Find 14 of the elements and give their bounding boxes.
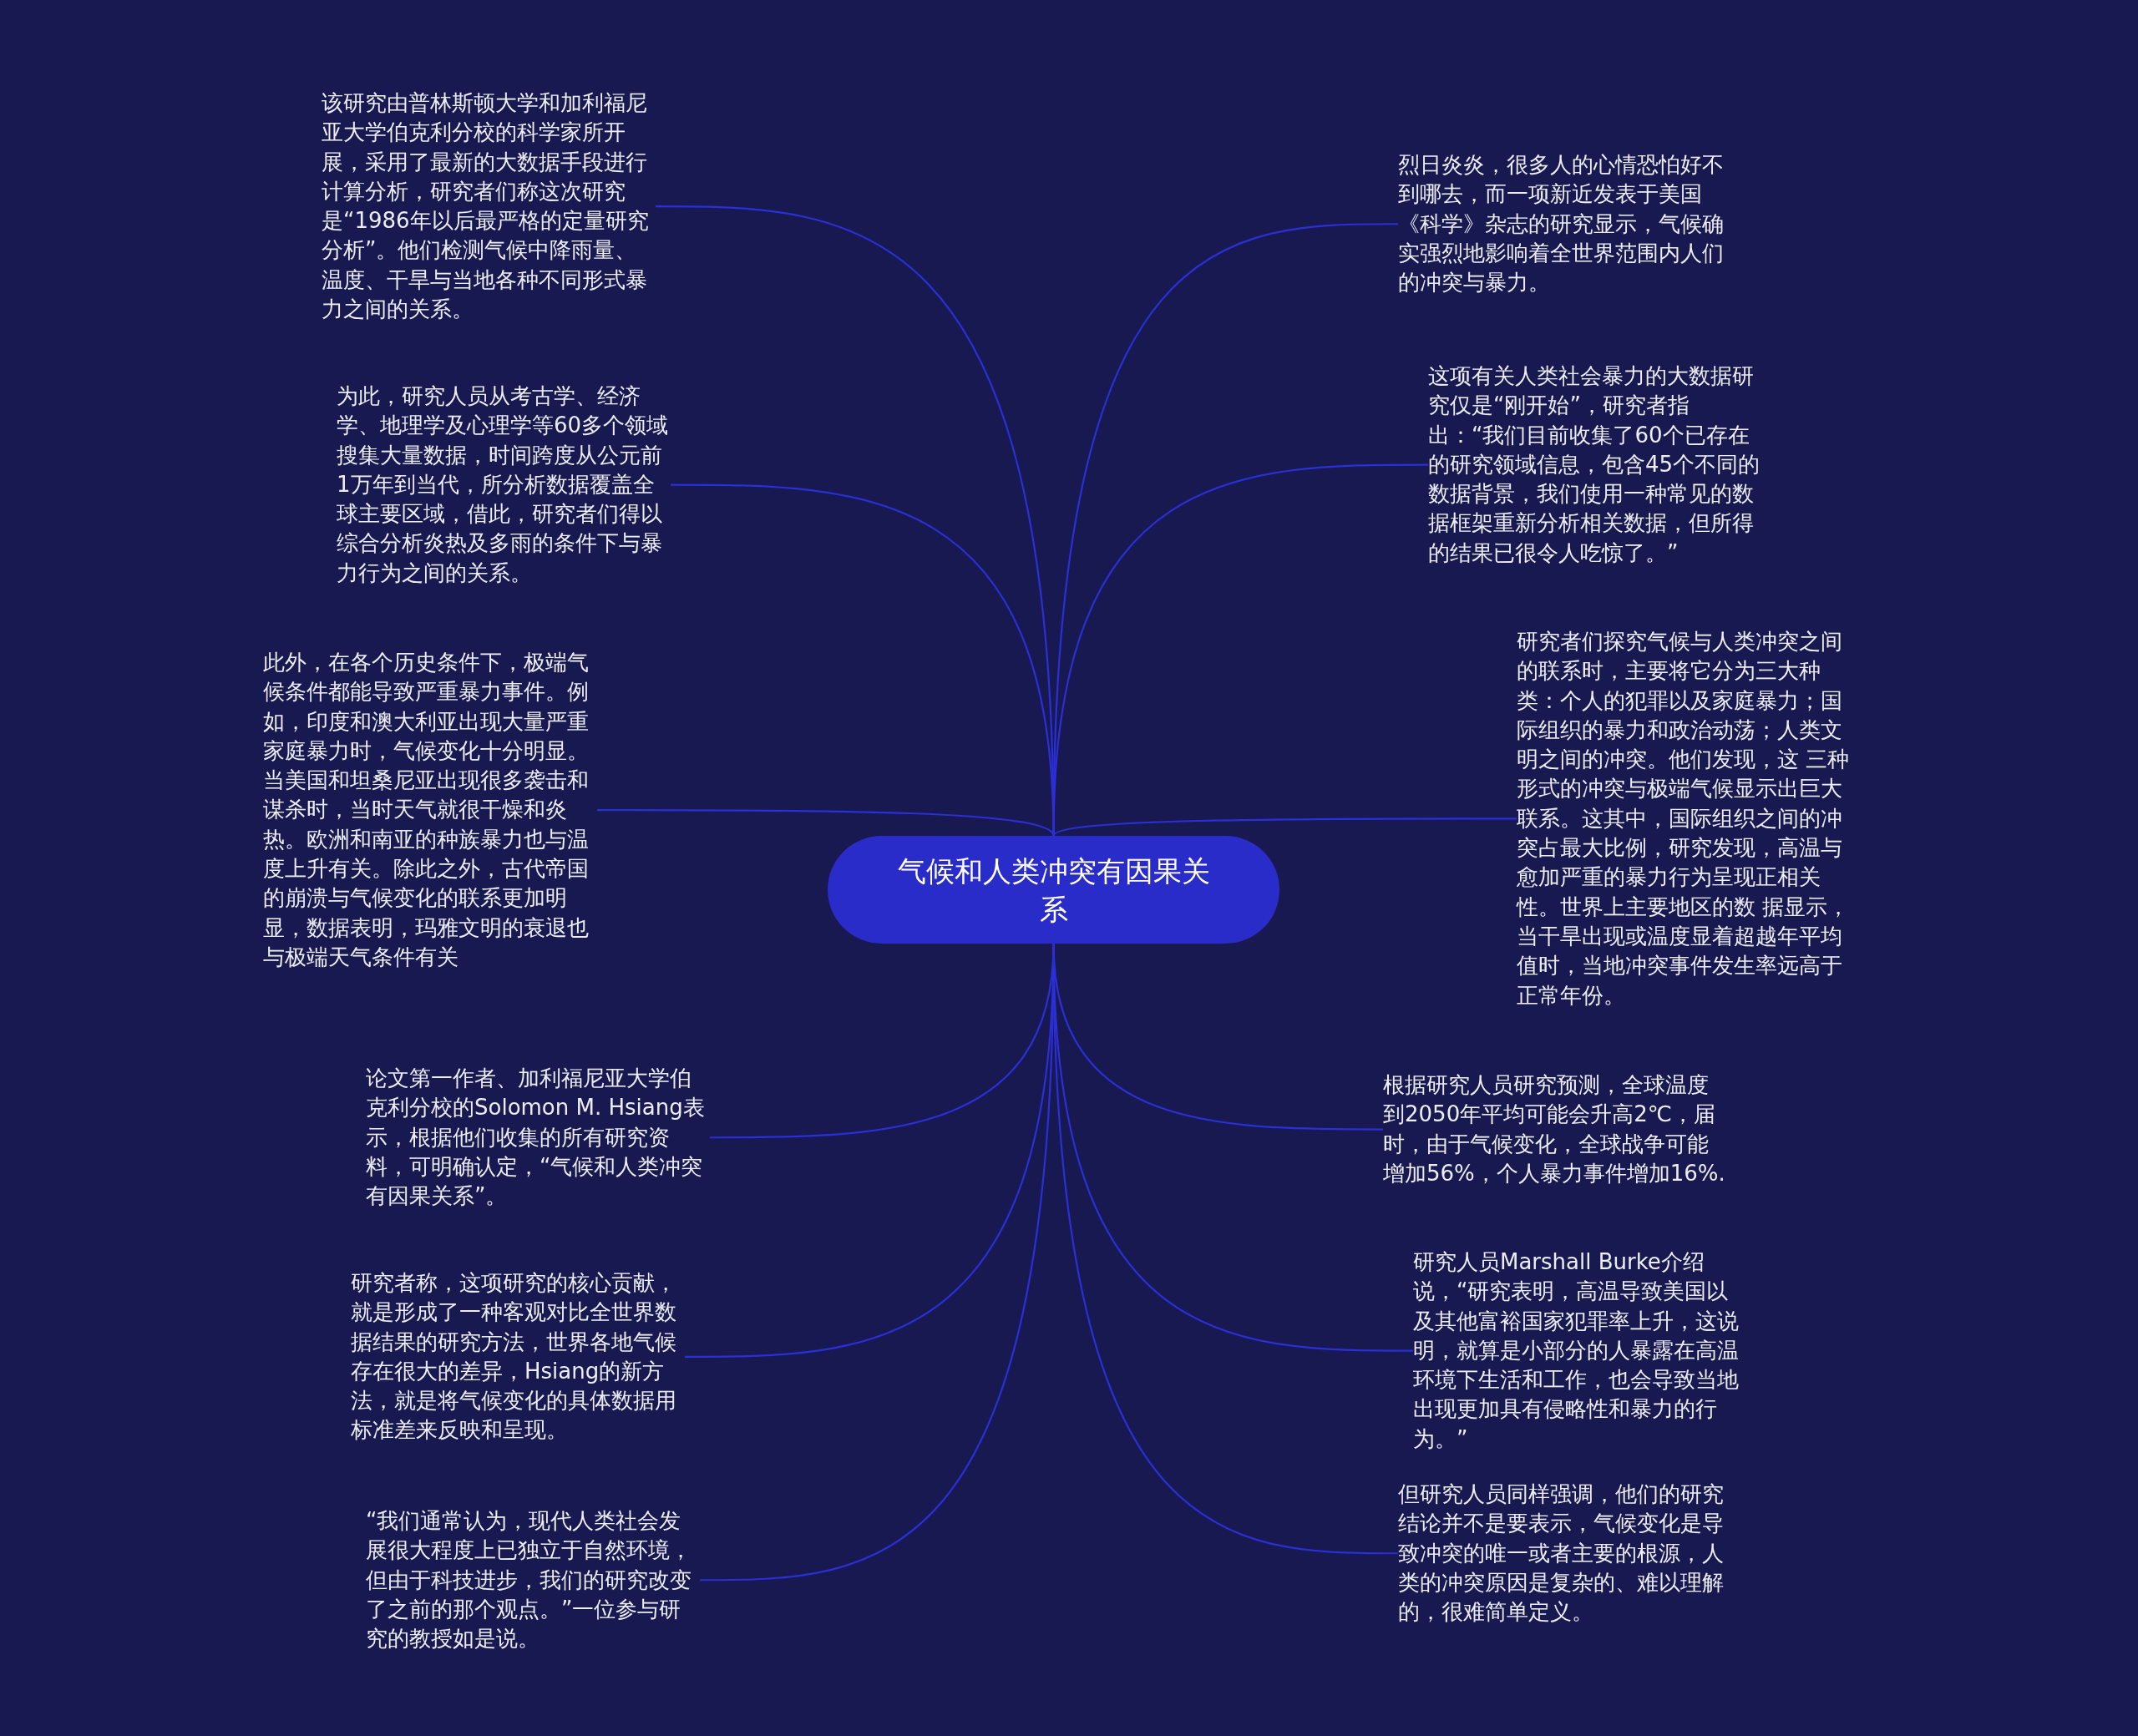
topic-text: 这项有关人类社会暴力的大数据研究仅是“刚开始”，研究者指出：“我们目前收集了60个已存在的研究领域信息，包含45个不同的数据背景，我们使用一种常见的数据框架重新分析相关数据，但所得的结果已很令人吃惊了。” [1428,362,1762,569]
topic-text: 此外，在各个历史条件下，极端气候条件都能导致严重暴力事件。例如，印度和澳大利亚出现大量严重家庭暴力时，气候变化十分明显。当美国和坦桑尼亚出现很多袭击和谋杀时，当时天气就很干燥和炎热。欧洲和南亚的种族暴力也与温度上升有关。除此之外，古代帝国的崩溃与气候变化的联系更加明显，数据表明，玛雅文明的衰退也与极端天气条件有关 [263,648,597,973]
central-topic: 气候和人类冲突有因果关系 [828,836,1279,944]
topic-text: 根据研究人员研究预测，全球温度到2050年平均可能会升高2℃，届时，由于气候变化，全球战争可能增加56%，个人暴力事件增加16%. [1383,1070,1725,1189]
topic-text: 研究者们探究气候与人类冲突之间的联系时，主要将它分为三大种类：个人的犯罪以及家庭暴力；国际组织的暴力和政治动荡；人类文明之间的冲突。他们发现，这 三种形式的冲突与极端气候显示出巨大联系。这其中，国际组织之间的冲突占最大比例，研究发现，高温与愈加严重的暴力行为呈现正相关性。世界上主要地区的数 据显示，当干旱出现或温度显着超越年平均值时，当地冲突事件发生率远高于正常年份。 [1517,627,1855,1010]
topic-text: 为此，研究人员从考古学、经济学、地理学及心理学等60多个领域搜集大量数据，时间跨度从公元前1万年到当代，所分析数据覆盖全球主要区域，借此，研究者们得以综合分析炎热及多雨的条件下与暴力行为之间的关系。 [337,382,671,589]
topic-text: 烈日炎炎，很多人的心情恐怕好不到哪去，而一项新近发表于美国《科学》杂志的研究显示，气候确实强烈地影响着全世界范围内人们的冲突与暴力。 [1398,150,1732,298]
topic-text: “我们通常认为，现代人类社会发展很大程度上已独立于自然环境，但由于科技进步，我们的研究改变了之前的那个观点。”一位参与研究的教授如是说。 [366,1506,700,1654]
topic-text: 研究人员Marshall Burke介绍说，“研究表明，高温导致美国以及其他富裕国家犯罪率上升，这说明，就算是小部分的人暴露在高温环境下生活和工作，也会导致当地出现更加具有侵略性和暴力的行为。” [1413,1248,1747,1455]
topic-text: 论文第一作者、加利福尼亚大学伯克利分校的Solomon M. Hsiang表示，根据他们收集的所有研究资料，可明确认定，“气候和人类冲突有因果关系”。 [366,1064,710,1212]
topic-text: 但研究人员同样强调，他们的研究结论并不是要表示，气候变化是导致冲突的唯一或者主要的根源，人类的冲突原因是复杂的、难以理解的，很难简单定义。 [1398,1480,1732,1627]
topic-text: 该研究由普林斯顿大学和加利福尼亚大学伯克利分校的科学家所开展，采用了最新的大数据手段进行计算分析，研究者们称这次研究是“1986年以后最严格的定量研究分析”。他们检测气候中降雨量、温度、干旱与当地各种不同形式暴力之间的关系。 [322,89,656,325]
connector-line [1052,817,1517,837]
topic-text: 研究者称，这项研究的核心贡献，就是形成了一种客观对比全世界数据结果的研究方法，世界各地气候存在很大的差异，Hsiang的新方法，就是将气候变化的具体数据用标准差来反映和呈现。 [351,1268,685,1445]
